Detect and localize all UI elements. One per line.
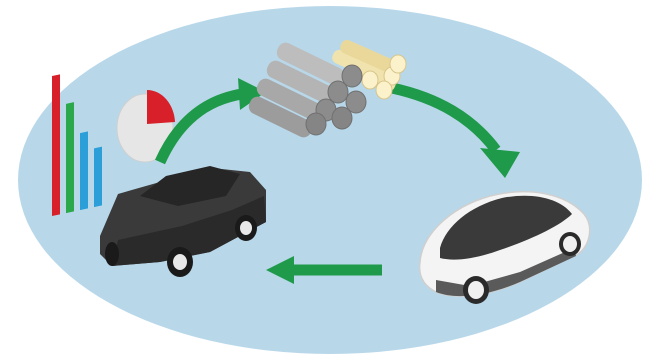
bar-chart-bar	[66, 102, 74, 213]
bar-chart-bar	[94, 147, 102, 208]
bar-chart-bar	[52, 74, 60, 216]
bar-chart-bar	[80, 131, 88, 210]
background-ellipse	[18, 6, 642, 354]
dark-car-side-wheel	[105, 242, 119, 266]
